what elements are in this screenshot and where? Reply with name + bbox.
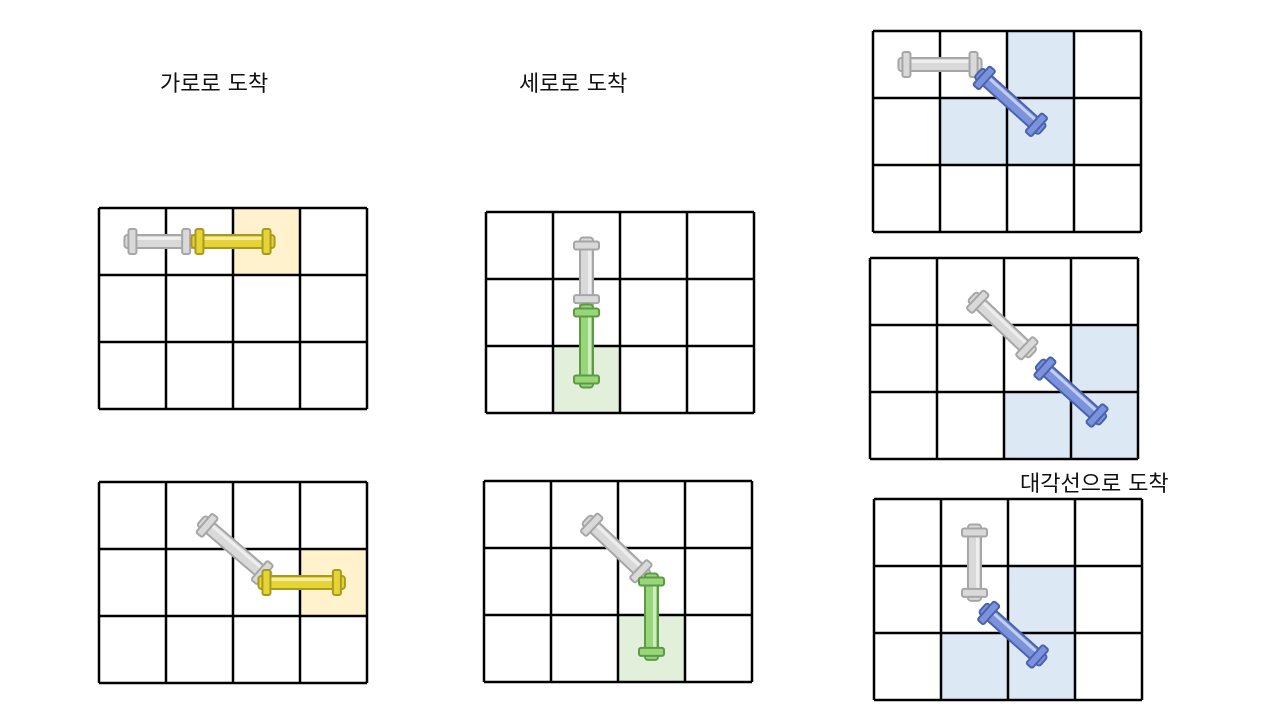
grid [868, 256, 1140, 461]
ghost-pipe [123, 228, 196, 255]
highlight-cell [1071, 325, 1138, 392]
arriving-pipe [257, 569, 346, 596]
panel-v-from-diagonal [482, 479, 754, 684]
panel-d-from-horizontal [871, 29, 1143, 234]
panel-h-from-horizontal [97, 206, 369, 411]
grid [872, 497, 1144, 702]
arriving-pipe [977, 600, 1049, 669]
caption-diagonal-arrival: 대각선으로 도착 [1020, 472, 1169, 497]
ghost-pipe [961, 523, 988, 602]
highlight-cell [941, 633, 1008, 700]
arriving-pipe [573, 303, 600, 389]
panel-d-from-diagonal [868, 256, 1140, 461]
caption-vertical-arrival: 세로로 도착 [519, 72, 628, 97]
grid [484, 210, 756, 415]
grid [482, 479, 754, 684]
caption-horizontal-arrival: 가로로 도착 [160, 72, 269, 97]
arriving-pipe [972, 65, 1048, 137]
arriving-pipe [1033, 356, 1109, 428]
arriving-pipe [190, 228, 276, 255]
grid [871, 29, 1143, 234]
ghost-pipe [573, 236, 600, 309]
ghost-pipe [966, 289, 1039, 361]
panel-d-from-vertical [872, 497, 1144, 702]
highlight-cell [1008, 566, 1075, 633]
highlight-cell [1004, 392, 1071, 459]
ghost-pipe [897, 51, 983, 78]
arriving-pipe [638, 572, 665, 661]
panel-v-from-vertical [484, 210, 756, 415]
panel-h-from-diagonal [97, 480, 369, 685]
highlight-cell [940, 98, 1007, 165]
highlight-cell [1007, 31, 1074, 98]
